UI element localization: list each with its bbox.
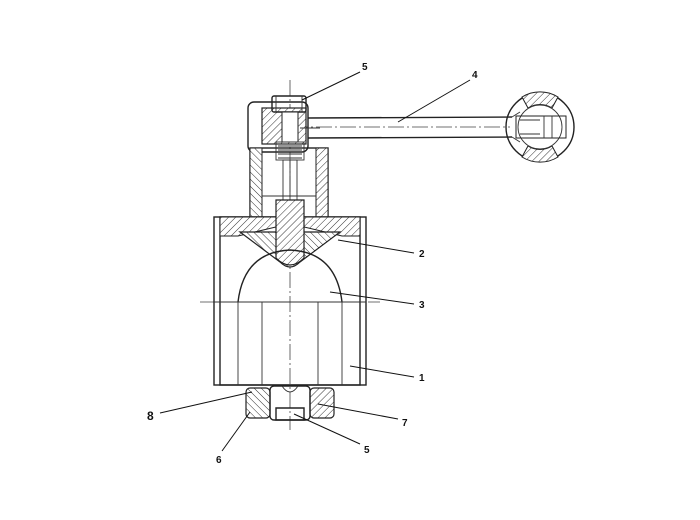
callout-5-top: 5 <box>362 62 368 73</box>
callout-3: 3 <box>419 300 425 311</box>
callout-8: 8 <box>147 409 154 423</box>
callout-7: 7 <box>402 418 408 429</box>
valve-body <box>213 199 367 386</box>
handle-lever <box>300 116 513 139</box>
callout-4: 4 <box>472 70 478 81</box>
callout-5-bottom: 5 <box>364 445 370 456</box>
callout-6: 6 <box>216 455 222 466</box>
callout-2: 2 <box>419 249 425 260</box>
handle-head <box>247 95 309 153</box>
leader-lines <box>159 71 471 452</box>
callout-1: 1 <box>419 373 425 384</box>
handle-ball-knob <box>505 91 575 163</box>
bonnet-bracket <box>249 141 329 219</box>
bottom-nut <box>245 385 335 421</box>
